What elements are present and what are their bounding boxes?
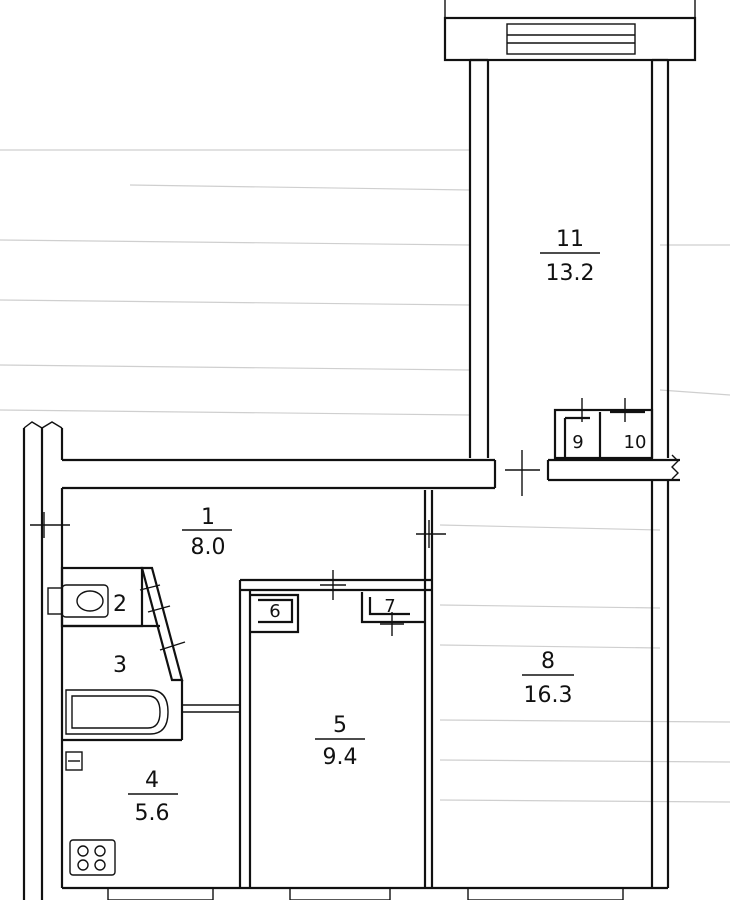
room-10-number: 10 <box>624 432 647 453</box>
wc-bath-block <box>47 566 240 771</box>
room-4-number: 4 <box>145 768 159 793</box>
room-1-area: 8.0 <box>191 535 226 560</box>
room-11-walls <box>443 0 697 458</box>
room-5-area: 9.4 <box>323 745 358 770</box>
room-label-10: 10 <box>624 432 647 453</box>
room-5-number: 5 <box>333 713 347 738</box>
closets-9-10 <box>553 398 654 460</box>
room-label-9: 9 <box>572 432 583 453</box>
room-label-7: 7 <box>384 596 395 617</box>
bottom-exterior-wall <box>62 886 668 900</box>
room-1-number: 1 <box>201 505 215 530</box>
room-label-1: 1 8.0 <box>182 505 232 560</box>
room-2-number: 2 <box>113 592 127 617</box>
room-9-number: 9 <box>572 432 583 453</box>
room-8-number: 8 <box>541 649 555 674</box>
room-6-number: 6 <box>269 601 280 622</box>
room-7-number: 7 <box>384 596 395 617</box>
room-label-8: 8 16.3 <box>522 649 574 708</box>
room-11-area: 13.2 <box>546 261 595 286</box>
room-label-4: 4 5.6 <box>128 768 178 826</box>
left-exterior-wall <box>22 421 70 900</box>
background-traces <box>0 149 730 803</box>
room-label-5: 5 9.4 <box>315 713 365 770</box>
room-11-number: 11 <box>556 227 584 252</box>
room-5-walls <box>238 490 446 888</box>
room-8-area: 16.3 <box>524 683 573 708</box>
room-label-3: 3 <box>113 653 127 678</box>
main-corridor-walls <box>62 450 680 496</box>
room-4-area: 5.6 <box>135 801 170 826</box>
room-label-6: 6 <box>269 601 280 622</box>
room-3-number: 3 <box>113 653 127 678</box>
room-label-11: 11 13.2 <box>540 227 600 286</box>
stove-icon <box>69 839 116 876</box>
room-8-walls <box>650 480 670 888</box>
room-label-2: 2 <box>113 592 127 617</box>
